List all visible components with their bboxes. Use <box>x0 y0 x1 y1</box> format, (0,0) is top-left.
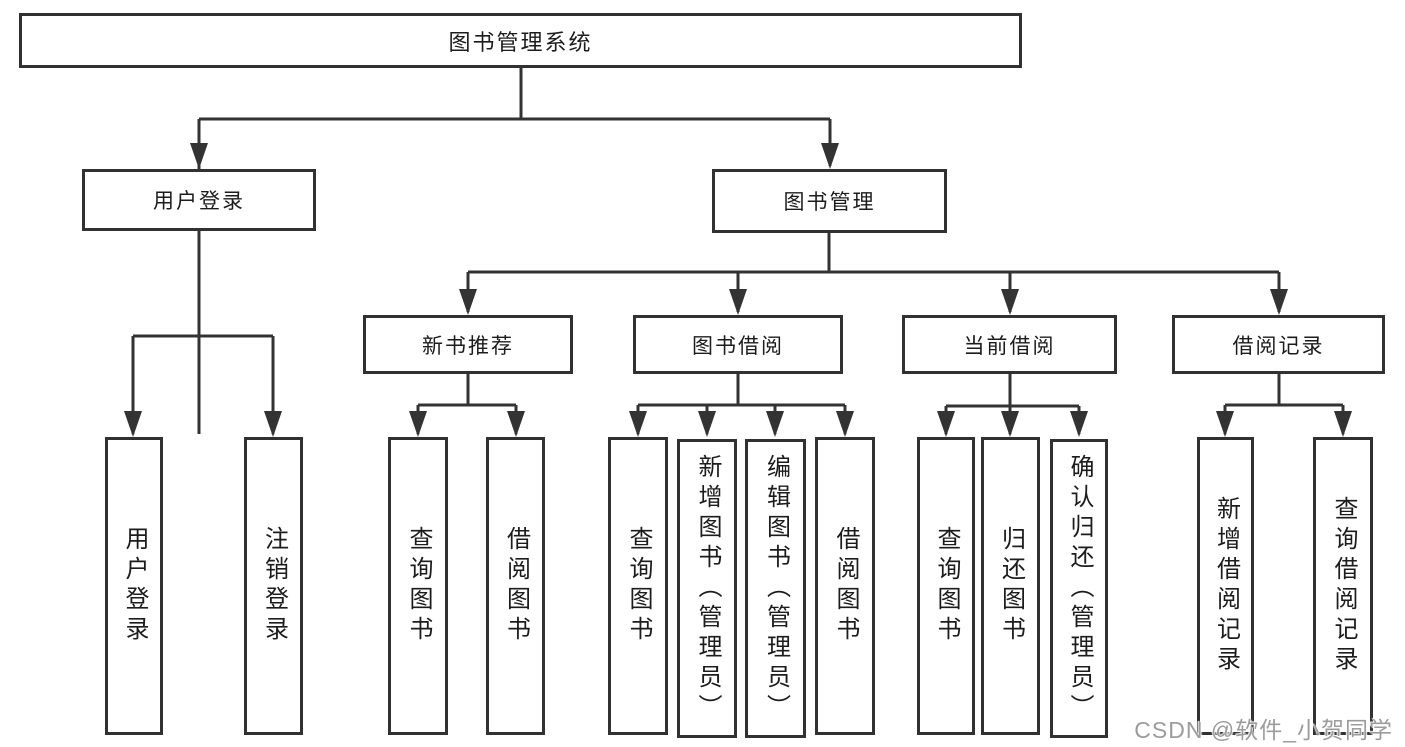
node-leaf-cb-confirm-return-label: 确认归还（管理员） <box>1066 453 1093 724</box>
node-leaf-cb-confirm-return: 确认归还（管理员） <box>1050 439 1108 738</box>
node-user-login-label: 用户登录 <box>153 190 245 213</box>
edge-user-login-to-leaves <box>131 230 275 434</box>
node-current-borrow: 当前借阅 <box>902 315 1117 374</box>
node-leaf-bb-edit-books-label: 编辑图书（管理员） <box>762 453 790 724</box>
node-leaf-br-add-record: 新增借阅记录 <box>1197 437 1254 735</box>
edge-book-borrow-to-leaves <box>636 374 847 434</box>
node-book-mgmt: 图书管理 <box>712 169 947 233</box>
node-leaf-cb-query-books: 查询图书 <box>917 437 975 735</box>
node-borrow-records-label: 借阅记录 <box>1232 334 1325 358</box>
node-leaf-bb-borrow-books-label: 借阅图书 <box>832 526 859 646</box>
edge-borrow-records-to-leaves <box>1223 374 1345 434</box>
node-leaf-logout: 注销登录 <box>244 437 303 735</box>
edge-root-to-level2 <box>197 68 832 434</box>
node-new-book-rec-label: 新书推荐 <box>422 334 514 358</box>
node-leaf-bb-query-books: 查询图书 <box>608 437 668 735</box>
node-leaf-nbr-borrow-books-label: 借阅图书 <box>502 526 530 646</box>
node-book-borrow-label: 图书借阅 <box>692 334 784 358</box>
node-leaf-nbr-borrow-books: 借阅图书 <box>486 437 545 735</box>
node-leaf-bb-add-books-label: 新增图书（管理员） <box>694 453 721 724</box>
node-leaf-nbr-query-books: 查询图书 <box>388 437 448 735</box>
edge-book-mgmt-to-level3 <box>466 233 1281 312</box>
node-leaf-br-add-record-label: 新增借阅记录 <box>1212 496 1240 676</box>
node-leaf-nbr-query-books-label: 查询图书 <box>405 526 432 646</box>
csdn-watermark: CSDN @软件_小贺同学 <box>1134 717 1393 743</box>
node-leaf-br-query-record: 查询借阅记录 <box>1313 437 1373 735</box>
node-leaf-bb-borrow-books: 借阅图书 <box>815 437 875 735</box>
node-root-label: 图书管理系统 <box>448 29 593 55</box>
node-leaf-user-login-label: 用户登录 <box>121 526 148 646</box>
node-leaf-br-query-record-label: 查询借阅记录 <box>1330 496 1357 676</box>
node-current-borrow-label: 当前借阅 <box>963 334 1056 358</box>
node-leaf-bb-query-books-label: 查询图书 <box>625 526 652 646</box>
node-leaf-cb-return-books-label: 归还图书 <box>997 526 1025 646</box>
node-user-login: 用户登录 <box>82 169 316 231</box>
node-leaf-cb-return-books: 归还图书 <box>981 437 1040 735</box>
node-leaf-cb-query-books-label: 查询图书 <box>933 526 960 646</box>
node-borrow-records: 借阅记录 <box>1172 315 1385 374</box>
edge-current-borrow-to-leaves <box>944 374 1081 434</box>
node-leaf-bb-add-books: 新增图书（管理员） <box>677 439 737 738</box>
node-book-borrow: 图书借阅 <box>633 315 843 374</box>
node-leaf-logout-label: 注销登录 <box>260 526 288 646</box>
node-root: 图书管理系统 <box>19 13 1022 68</box>
node-leaf-user-login: 用户登录 <box>105 437 163 735</box>
node-new-book-rec: 新书推荐 <box>363 315 573 374</box>
edge-new-book-rec-to-leaves <box>416 374 518 434</box>
node-book-mgmt-label: 图书管理 <box>783 191 876 214</box>
node-leaf-bb-edit-books: 编辑图书（管理员） <box>745 439 806 738</box>
